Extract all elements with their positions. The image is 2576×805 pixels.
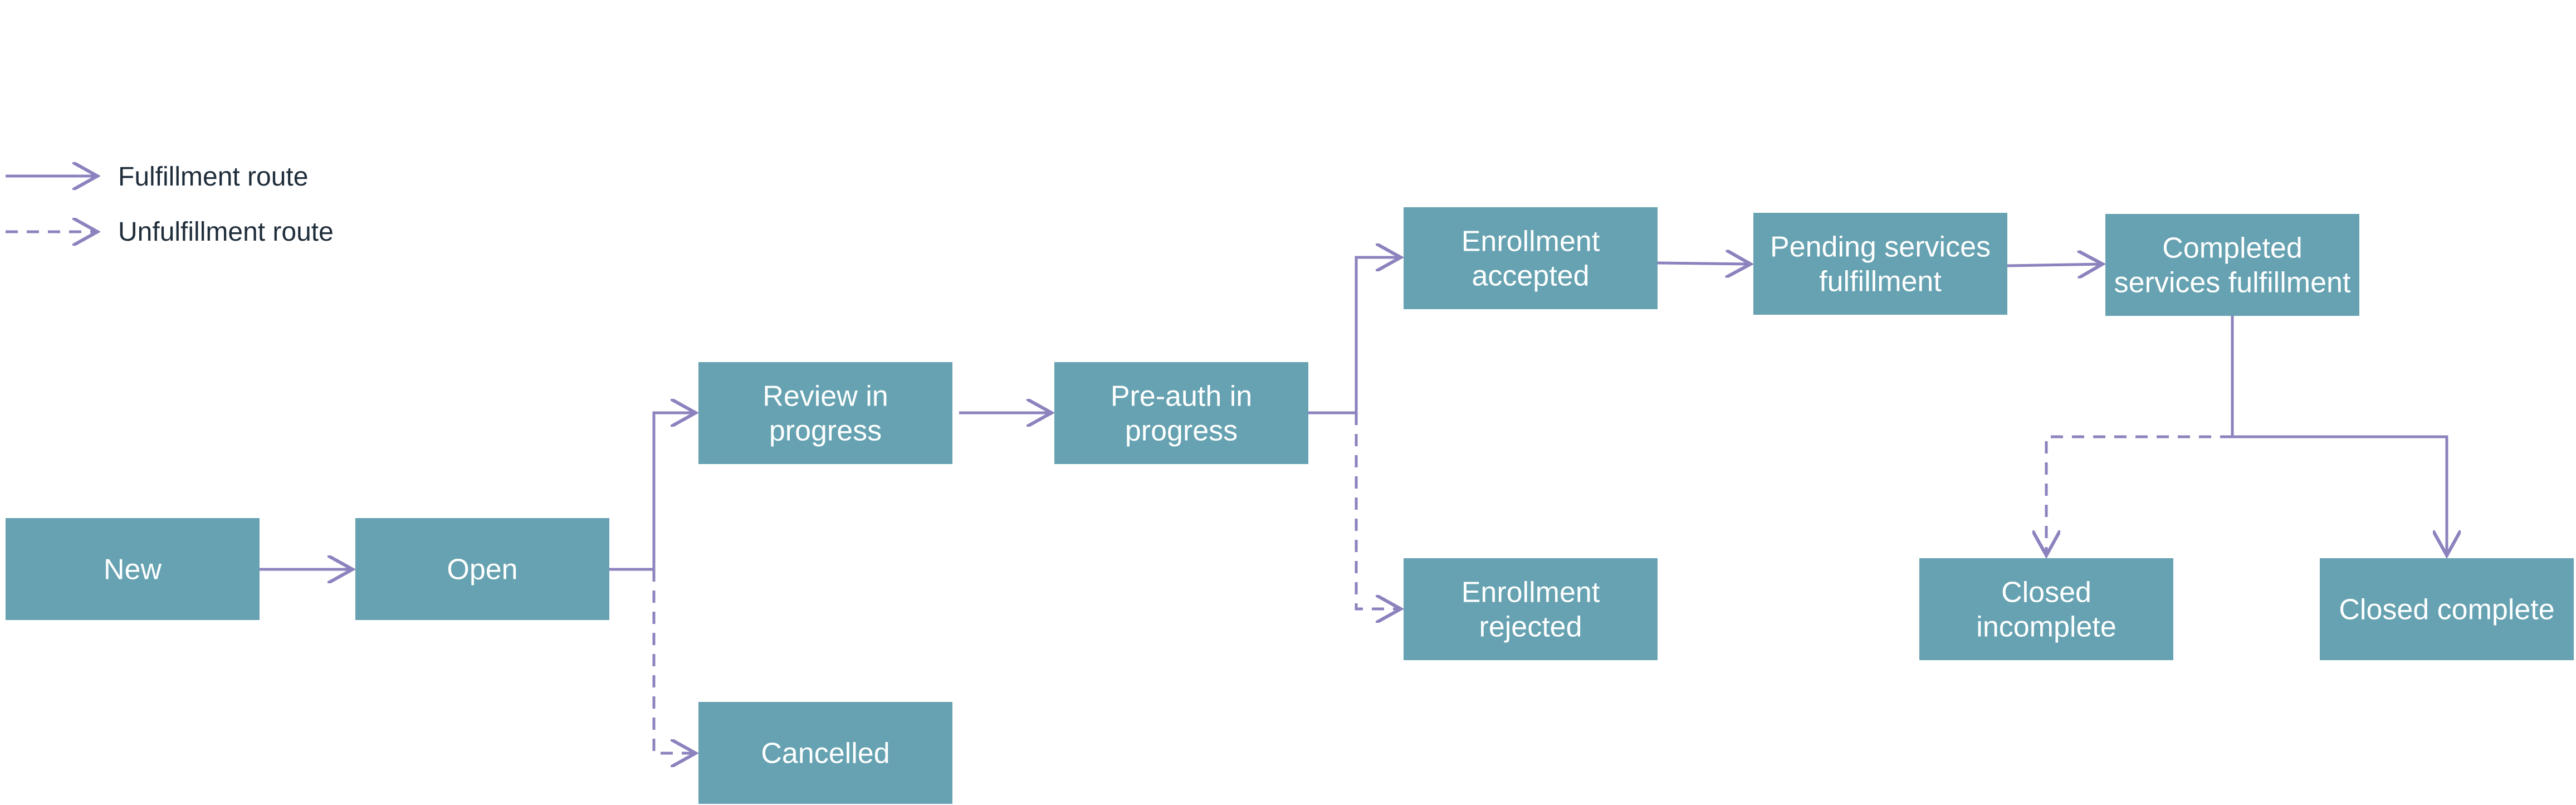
node-box <box>698 362 952 464</box>
edge-pending-to-completed <box>2007 264 2103 266</box>
node-box <box>1404 207 1658 309</box>
node-box <box>1753 213 2007 315</box>
node-label: Enrollment <box>1461 226 1600 258</box>
node-label: fulfillment <box>1819 266 1942 298</box>
node-new: New <box>6 518 260 620</box>
node-box <box>2105 214 2359 316</box>
node-label: incomplete <box>1976 611 2116 643</box>
node-open: Open <box>355 518 609 620</box>
node-label: Closed complete <box>2339 594 2554 626</box>
node-cancelled: Cancelled <box>698 702 952 804</box>
node-label: Pre-auth in <box>1111 380 1252 413</box>
node-label: Open <box>447 554 517 586</box>
edges <box>260 257 2447 753</box>
node-label: progress <box>1125 415 1238 447</box>
node-box <box>1919 558 2173 660</box>
node-label: Completed <box>2162 232 2302 265</box>
node-label: Cancelled <box>761 738 889 770</box>
node-label: progress <box>769 415 882 447</box>
node-closed-complete: Closed complete <box>2320 558 2574 660</box>
node-label: services fulfillment <box>2114 267 2351 299</box>
node-label: Review in <box>762 380 888 413</box>
node-label: New <box>104 554 162 586</box>
node-box <box>698 702 952 804</box>
node-label: Closed <box>2001 577 2091 609</box>
edge-completed-to-closed-incomplete <box>2046 435 2232 555</box>
edge-preauth-to-enroll-accepted <box>1308 257 1401 414</box>
edge-open-to-review <box>609 413 696 571</box>
node-box <box>6 518 260 620</box>
node-label: rejected <box>1479 611 1582 643</box>
edge-preauth-to-enroll-rejected <box>1355 413 1401 609</box>
legend-fulfillment-label: Fulfillment route <box>118 162 308 192</box>
node-box <box>1404 558 1658 660</box>
edge-completed-to-closed-complete <box>2231 316 2447 555</box>
edge-enroll-accepted-to-pending <box>1657 263 1751 264</box>
edge-open-to-cancelled <box>652 569 696 753</box>
node-box <box>1054 362 1308 464</box>
node-label: accepted <box>1472 260 1589 292</box>
legend: Fulfillment route Unfulfillment route <box>6 162 334 247</box>
node-label: Enrollment <box>1461 577 1600 609</box>
node-box <box>355 518 609 620</box>
legend-unfulfillment-label: Unfulfillment route <box>118 217 334 247</box>
node-label: Pending services <box>1770 231 1991 264</box>
node-box <box>2320 558 2574 660</box>
